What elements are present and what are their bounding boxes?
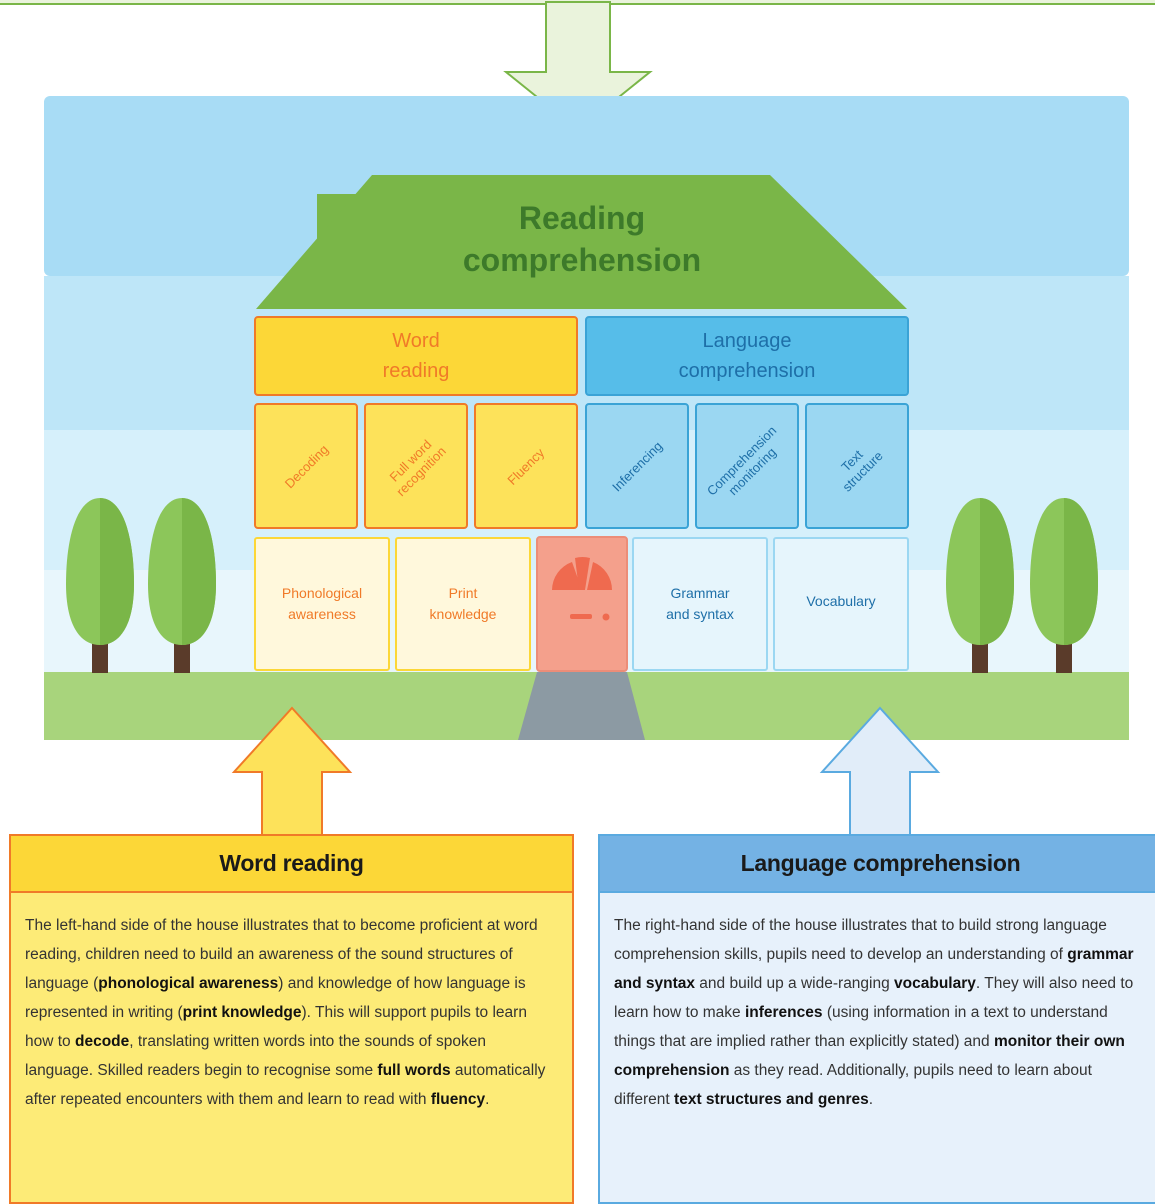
language-comprehension-box-title: Language comprehension xyxy=(600,836,1155,893)
body-text: and build up a wide-ranging xyxy=(694,975,895,992)
body-keyword: monitor their own comprehension xyxy=(614,1033,1125,1079)
door-window xyxy=(552,557,613,590)
body-keyword: fluency xyxy=(430,1091,486,1108)
body-keyword: print knowledge xyxy=(182,1004,302,1021)
strand-comprehension-monitoring: Comprehension monitoring xyxy=(695,403,799,529)
strand-full-word-recognition-label: Full word recognition xyxy=(386,436,450,500)
language-comprehension-header-label: Language comprehension xyxy=(678,330,816,382)
body-text: . They will also need to learn how to ma… xyxy=(614,975,1134,1021)
strand-comprehension-monitoring-label: Comprehension monitoring xyxy=(703,422,780,499)
foundation-phonological-awareness: Phonological awareness xyxy=(254,537,390,671)
strand-decoding: Decoding xyxy=(254,403,358,529)
body-text: , translating written words into the sou… xyxy=(25,1033,486,1079)
word-reading-header-label: Word reading xyxy=(382,330,450,382)
roof-title-line1: Reading xyxy=(518,200,646,236)
body-text: The right-hand side of the house illustr… xyxy=(614,917,1107,963)
body-keyword: phonological awareness xyxy=(98,975,279,992)
word-reading-header: Word reading xyxy=(254,316,578,396)
roof-title-line2: comprehension xyxy=(462,242,702,278)
strand-text-structure: Text structure xyxy=(805,403,909,529)
door-letterbox xyxy=(570,614,592,619)
foundation-print-knowledge-label: Print knowledge xyxy=(429,585,497,622)
strand-inferencing: Inferencing xyxy=(585,403,689,529)
body-text: . xyxy=(868,1091,874,1108)
strand-text-structure-label: Text structure xyxy=(837,446,886,495)
body-keyword: grammar and syntax xyxy=(614,946,1134,992)
body-keyword: inferences xyxy=(744,1004,823,1021)
tree-left-2 xyxy=(148,498,216,673)
body-text: ) and knowledge of how language is repre… xyxy=(25,975,526,1021)
foundation-grammar-and-syntax-label: Grammar and syntax xyxy=(666,585,734,622)
body-text: ). This will support pupils to learn how… xyxy=(25,1004,527,1050)
tree-right-1 xyxy=(946,498,1014,673)
body-text: (using information in a text to understa… xyxy=(614,1004,1108,1050)
strand-fluency: Fluency xyxy=(474,403,578,529)
word-reading-box: Word reading The left-hand side of the h… xyxy=(9,834,574,1204)
tree-right-2 xyxy=(1030,498,1098,673)
language-comprehension-header: Language comprehension xyxy=(585,316,909,396)
body-keyword: vocabulary xyxy=(894,975,976,992)
body-text: automatically after repeated encounters … xyxy=(25,1062,546,1108)
body-text: as they read. Additionally, pupils need … xyxy=(614,1062,1092,1108)
strand-fluency-label: Fluency xyxy=(504,444,548,488)
body-keyword: decode xyxy=(74,1033,130,1050)
strand-inferencing-label: Inferencing xyxy=(608,437,666,495)
body-text: The left-hand side of the house illustra… xyxy=(25,917,538,992)
door-path xyxy=(518,672,645,740)
tree-left-1 xyxy=(66,498,134,673)
strand-decoding-label: Decoding xyxy=(281,441,331,491)
body-keyword: text structures and genres xyxy=(674,1091,869,1108)
roof xyxy=(256,175,907,309)
body-keyword: full words xyxy=(377,1062,451,1079)
foundation-grammar-and-syntax: Grammar and syntax xyxy=(632,537,768,671)
foundation-print-knowledge: Print knowledge xyxy=(395,537,531,671)
word-reading-box-body: The left-hand side of the house illustra… xyxy=(11,893,572,1114)
word-reading-box-title: Word reading xyxy=(11,836,572,893)
foundation-phonological-awareness-label: Phonological awareness xyxy=(281,585,363,622)
foundation-vocabulary: Vocabulary xyxy=(773,537,909,671)
body-text: . xyxy=(485,1091,490,1108)
language-comprehension-box: Language comprehension The right-hand si… xyxy=(598,834,1155,1204)
language-comprehension-box-body: The right-hand side of the house illustr… xyxy=(600,893,1155,1114)
door-knob xyxy=(602,613,610,621)
foundation-vocabulary-label: Vocabulary xyxy=(806,592,876,609)
strand-full-word-recognition: Full word recognition xyxy=(364,403,468,529)
roof-title: Reading comprehension xyxy=(420,197,744,281)
